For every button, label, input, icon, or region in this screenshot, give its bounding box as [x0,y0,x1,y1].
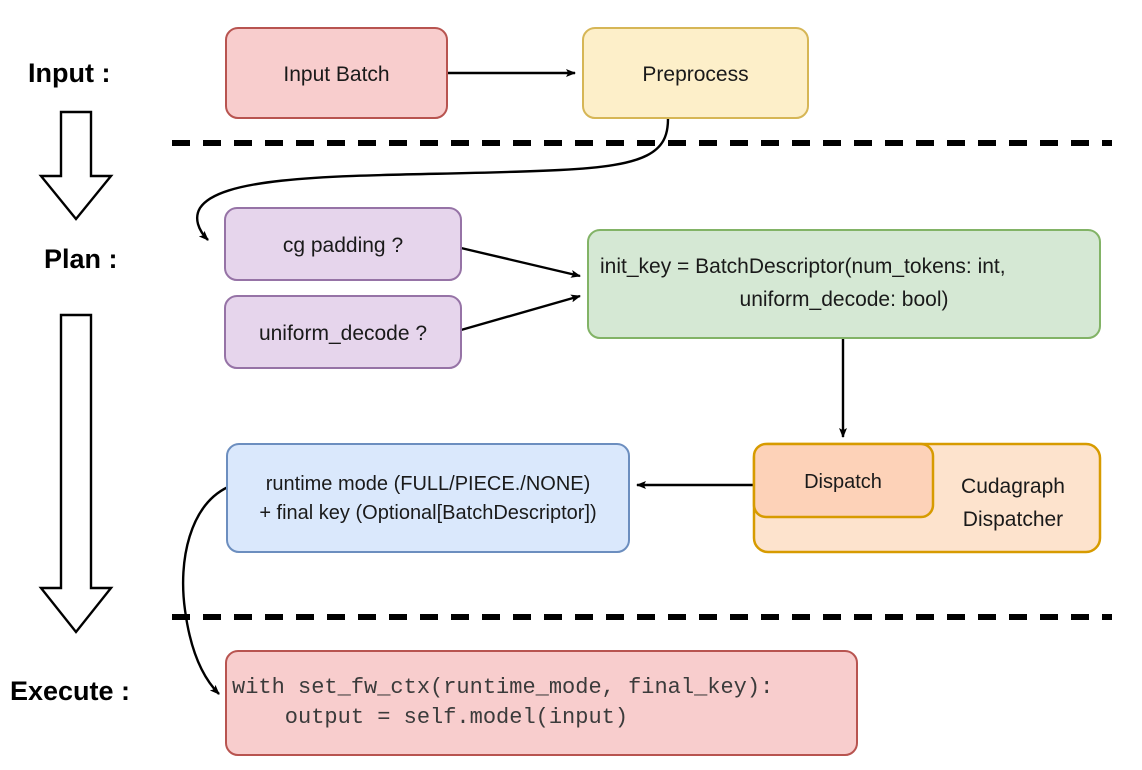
cudagraph-dispatcher-label-line1: Cudagraph [961,475,1065,498]
cudagraph-dispatcher-label-line2: Dispatcher [963,508,1063,531]
edge-preprocess-to-cg-padding [196,118,670,241]
uniform-decode-box[interactable] [224,295,462,369]
node-input-batch[interactable]: Input Batch [225,27,448,119]
input-batch-label: Input Batch [283,63,389,86]
execute-code-line1: with set_fw_ctx(runtime_mode, final_key)… [232,675,773,700]
execute-code-line2: output = self.model(input) [232,705,628,730]
dispatch-box[interactable] [752,442,935,519]
preprocess-label: Preprocess [642,63,748,86]
runtime-mode-label-line1: runtime mode (FULL/PIECE./NONE) [266,473,591,495]
node-runtime-mode[interactable]: runtime mode (FULL/PIECE./NONE) + final … [226,443,630,553]
node-execute-code[interactable]: with set_fw_ctx(runtime_mode, final_key)… [225,650,858,756]
edge-uniform-decode-to-init-key [460,294,581,332]
edge-runtime-mode-to-execute-code [181,485,229,695]
edge-cg-padding-to-init-key [460,246,581,278]
stage-label-plan: Plan : [44,244,118,274]
input-to-plan-block-arrow [38,110,114,221]
init-key-label-line1: init_key = BatchDescriptor(num_tokens: i… [600,255,1006,278]
execute-code-box[interactable] [225,650,858,756]
plan-to-execute-block-arrow [38,313,114,634]
node-uniform-decode[interactable]: uniform_decode ? [224,295,462,369]
runtime-mode-label-line2: + final key (Optional[BatchDescriptor]) [259,502,596,524]
cg-padding-box[interactable] [224,207,462,281]
cg-padding-label: cg padding ? [283,234,403,257]
node-preprocess[interactable]: Preprocess [582,27,809,119]
node-init-key[interactable]: init_key = BatchDescriptor(num_tokens: i… [587,229,1101,339]
node-cg-padding[interactable]: cg padding ? [224,207,462,281]
preprocess-box[interactable] [582,27,809,119]
runtime-mode-box[interactable] [226,443,630,553]
input-batch-box[interactable] [225,27,448,119]
node-dispatch[interactable]: Dispatch [752,442,935,519]
stage-label-execute: Execute : [10,676,130,706]
stage-label-input: Input : [28,58,110,88]
init-key-box[interactable] [587,229,1101,339]
dispatch-label: Dispatch [804,471,882,493]
uniform-decode-label: uniform_decode ? [259,322,427,345]
init-key-label-line2: uniform_decode: bool) [740,288,949,311]
